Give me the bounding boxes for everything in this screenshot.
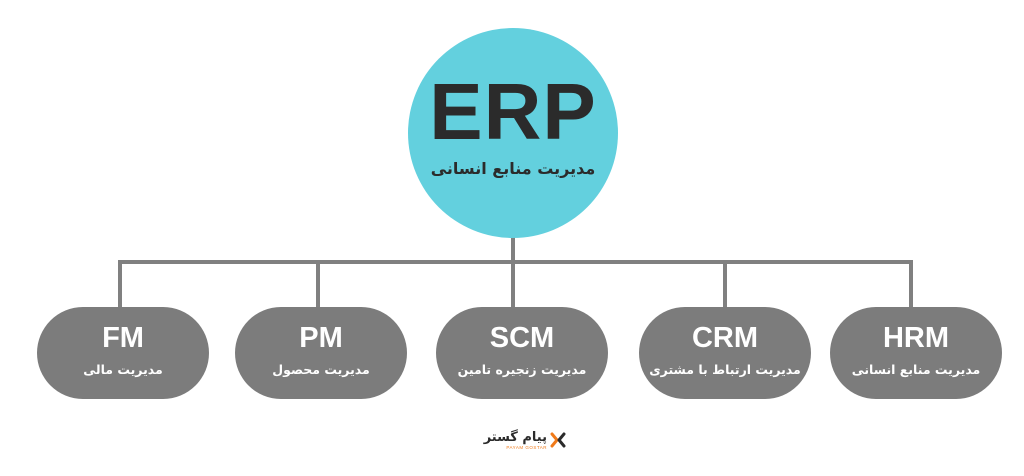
node-scm: SCM مدیریت زنجیره تامین xyxy=(436,307,608,399)
node-pm: PM مدیریت محصول xyxy=(235,307,407,399)
node-title: PM xyxy=(299,322,343,354)
erp-root-circle: ERP مدیریت منابع انسانی xyxy=(408,28,618,238)
node-hrm: HRM مدیریت منابع انسانی xyxy=(830,307,1002,399)
root-subtitle: مدیریت منابع انسانی xyxy=(430,159,596,178)
node-title: FM xyxy=(102,322,144,354)
node-title: SCM xyxy=(489,322,555,354)
payamgostar-logo-icon xyxy=(550,432,566,448)
brand-name: پیام گستر xyxy=(483,430,547,445)
node-subtitle: مدیریت منابع انسانی xyxy=(851,362,981,377)
node-title: CRM xyxy=(691,322,759,354)
node-crm: CRM مدیریت ارتباط با مشتری xyxy=(639,307,811,399)
brand-logo: پیام گستر PAYAM GOSTAR xyxy=(470,428,566,454)
node-subtitle: مدیریت مالی xyxy=(83,362,163,377)
node-title: HRM xyxy=(882,322,950,354)
brand-name-latin: PAYAM GOSTAR xyxy=(506,445,547,450)
node-fm: FM مدیریت مالی xyxy=(37,307,209,399)
node-subtitle: مدیریت ارتباط با مشتری xyxy=(649,362,801,377)
node-subtitle: مدیریت زنجیره تامین xyxy=(457,362,587,377)
root-title: ERP xyxy=(429,67,597,156)
node-subtitle: مدیریت محصول xyxy=(272,362,370,377)
